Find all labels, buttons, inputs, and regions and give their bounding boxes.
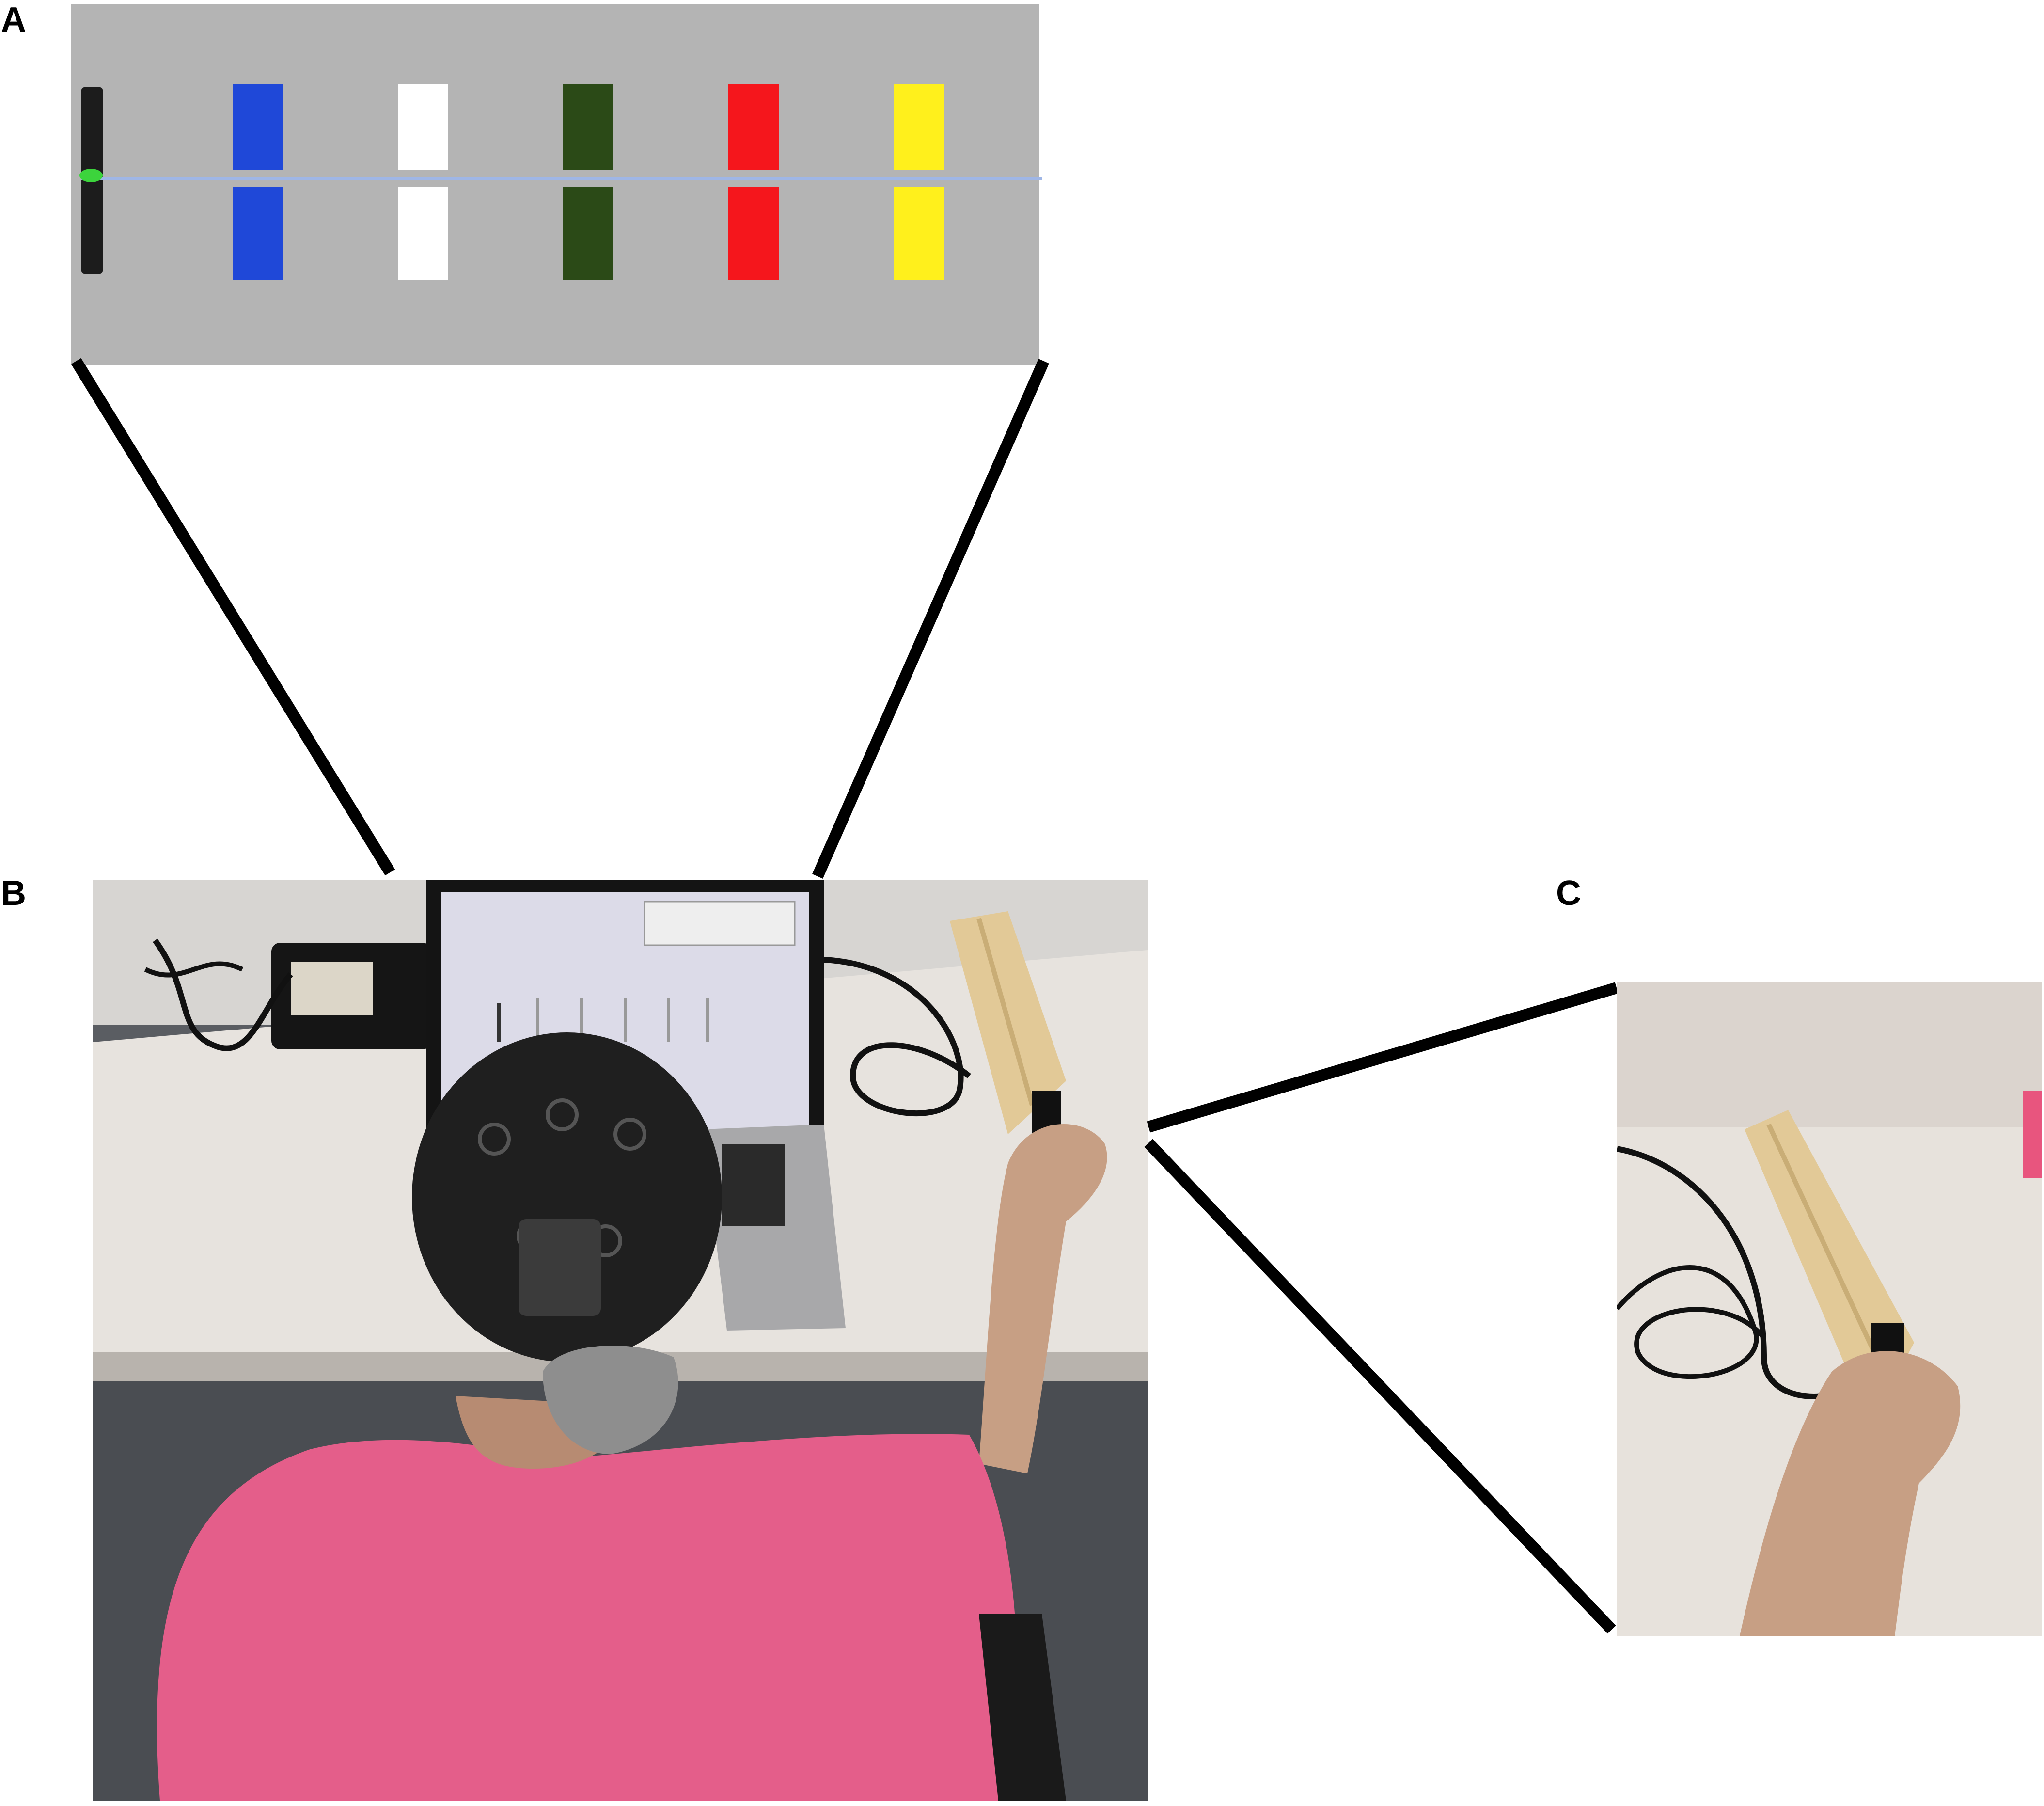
panel-label-c: C <box>1556 874 1581 913</box>
panel-b-setup-photo <box>93 880 1148 1801</box>
target-bar-green-lower <box>563 187 613 280</box>
target-bar-red-lower <box>728 187 779 280</box>
target-bars <box>233 84 944 280</box>
eeg-module <box>519 1219 601 1316</box>
target-bar-blue-lower <box>233 187 283 280</box>
target-bar-yellow-lower <box>894 187 944 280</box>
connector-lines-b-c <box>1144 982 1619 1634</box>
connector-lines-a-b <box>71 358 1049 879</box>
panel-a-task-screen <box>71 4 1042 365</box>
closeup-hand <box>1740 1351 1961 1636</box>
arm <box>979 1124 1107 1473</box>
target-bar-white-lower <box>398 187 448 280</box>
cursor-marker <box>79 169 103 182</box>
connector-line-left <box>71 358 395 876</box>
target-bar-blue-upper <box>233 84 283 170</box>
target-bar-red-upper <box>728 84 779 170</box>
task-screen-background <box>71 4 1039 365</box>
connector-line-top <box>1147 982 1619 1133</box>
target-bar-yellow-upper <box>894 84 944 170</box>
target-bar-green-upper <box>563 84 613 170</box>
panel-label-b: B <box>1 874 26 913</box>
target-bar-white-upper <box>398 84 448 170</box>
panel-label-a: A <box>1 0 26 39</box>
panel-c-closeup-photo <box>1617 982 2042 1636</box>
connector-line-bottom <box>1144 1139 1616 1634</box>
pink-shirt <box>157 1434 1018 1801</box>
connector-line-right <box>812 359 1049 879</box>
eeg-cap <box>412 1032 722 1362</box>
